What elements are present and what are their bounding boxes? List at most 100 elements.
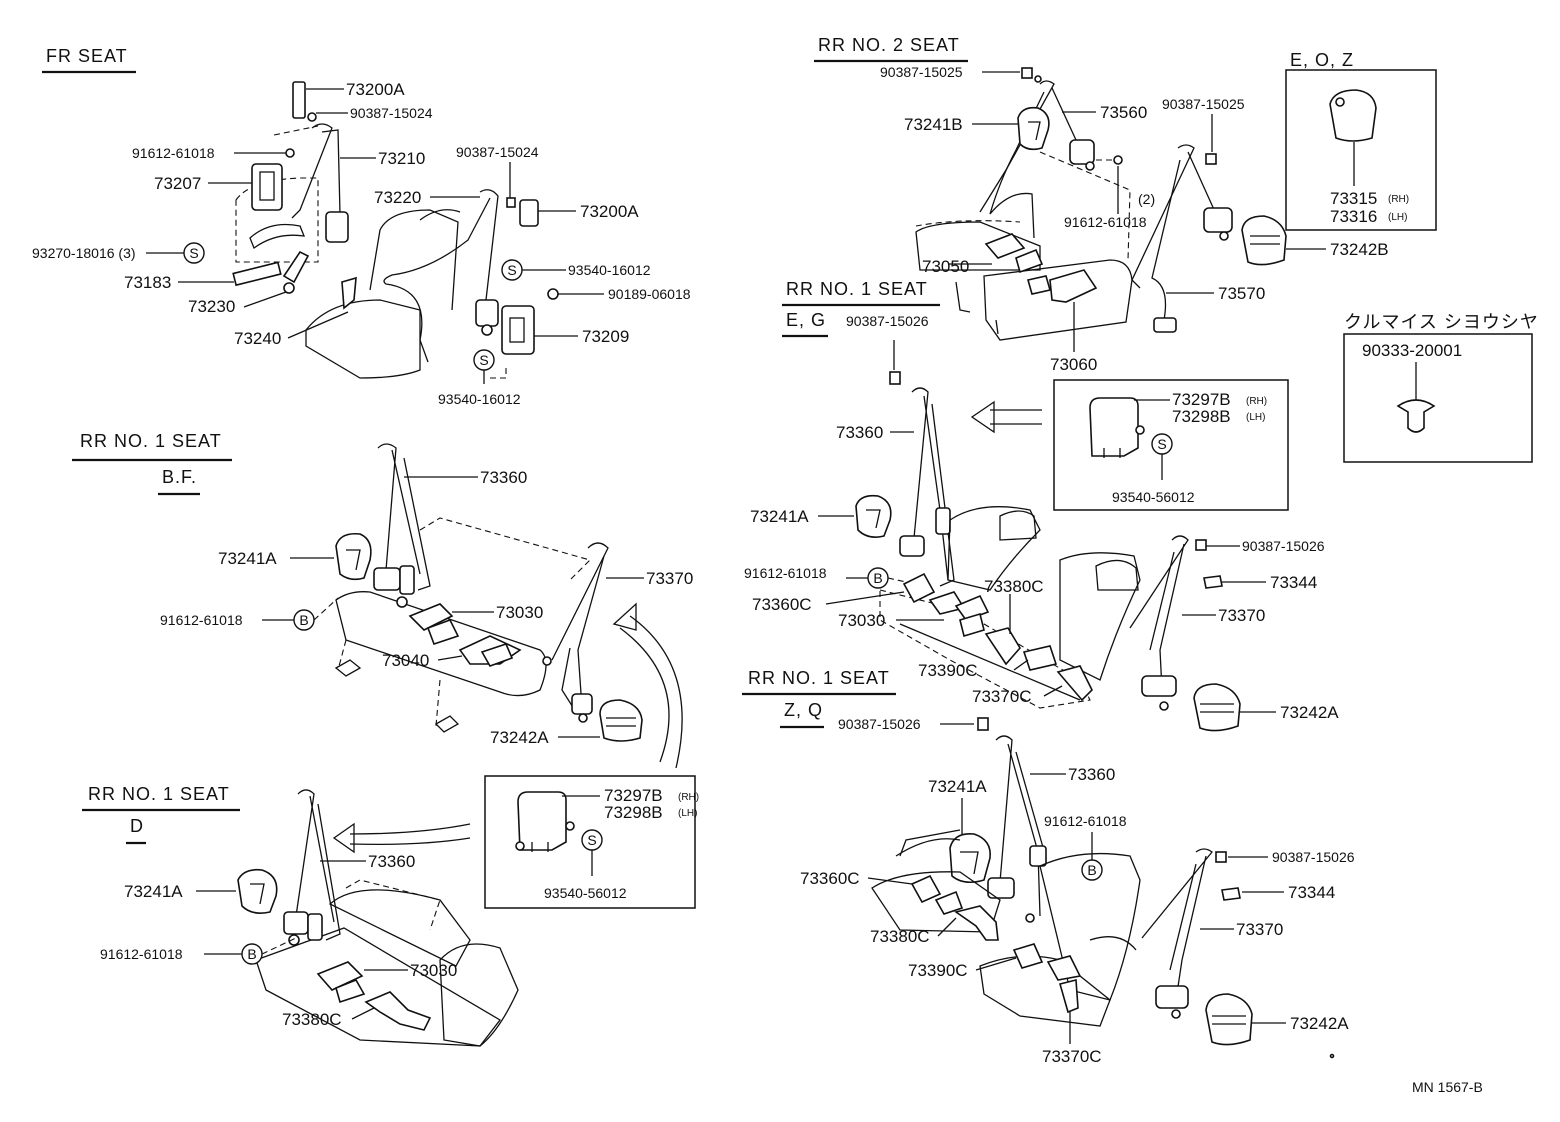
label-73315: 73315 <box>1330 189 1377 208</box>
label-73242a: 73242A <box>1280 703 1339 722</box>
label-93270-18016: 93270-18016 (3) <box>32 245 136 261</box>
label-73360: 73360 <box>836 423 883 442</box>
label-73200a: 73200A <box>346 80 405 99</box>
subtitle-zq: Z, Q <box>784 700 823 720</box>
label-73040: 73040 <box>382 651 429 670</box>
subtitle-eg: E, G <box>786 310 826 330</box>
title-katakana: クルマイス シヨウシヤ <box>1344 312 1539 332</box>
section-title-rr1-zq: RR NO. 1 SEAT Z, Q <box>742 668 896 729</box>
label-91612-61018: 91612-61018 <box>1044 813 1127 829</box>
label-73297b: 73297B <box>1172 390 1231 409</box>
section-title-fr-seat: FR SEAT <box>42 46 136 74</box>
label-73370c: 73370C <box>1042 1047 1102 1066</box>
label-93540-16012: 93540-16012 <box>568 262 651 278</box>
title-rr1-d: RR NO. 1 SEAT <box>88 784 230 804</box>
label-73360: 73360 <box>480 468 527 487</box>
label-73360: 73360 <box>1068 765 1115 784</box>
svg-text:S: S <box>507 262 516 278</box>
label-90387-15024: 90387-15024 <box>350 105 433 121</box>
box-katakana: クルマイス シヨウシヤ 90333-20001 <box>1343 312 1539 463</box>
fr-marker-s3: S <box>473 349 495 371</box>
zq-labels: 90387-15026 73360 73241A 91612-61018 733… <box>800 716 1355 1066</box>
label-90387-15025: 90387-15025 <box>880 64 963 80</box>
label-73380c: 73380C <box>282 1010 342 1029</box>
title-eoz: E, O, Z <box>1290 50 1354 70</box>
eg-marker-b: B <box>867 567 889 589</box>
label-73060: 73060 <box>1050 355 1097 374</box>
label-73390c: 73390C <box>908 961 968 980</box>
fr-marker-s2: S <box>501 259 523 281</box>
label-73316: 73316 <box>1330 207 1377 226</box>
section-title-rr1-eg: RR NO. 1 SEAT E, G <box>782 279 940 338</box>
eg-labels: 90387-15026 73360 73241A 91612-61018 733… <box>744 313 1339 722</box>
label-73030: 73030 <box>410 961 457 980</box>
svg-text:B: B <box>1087 862 1096 878</box>
label-73200a: 73200A <box>580 202 639 221</box>
label-90387-15024: 90387-15024 <box>456 144 539 160</box>
bf-marker-b: B <box>293 609 315 631</box>
label-73298b: 73298B <box>604 803 663 822</box>
label-90387-15026: 90387-15026 <box>846 313 929 329</box>
d-labels: 73360 73241A 91612-61018 73030 73380C <box>100 852 457 1029</box>
label-93540-56012: 93540-56012 <box>544 885 627 901</box>
diagram-reference-number: MN 1567-B <box>1412 1079 1483 1095</box>
title-fr-seat: FR SEAT <box>46 46 128 66</box>
label-73241a: 73241A <box>218 549 277 568</box>
svg-text:B: B <box>873 570 882 586</box>
label-73241b: 73241B <box>904 115 963 134</box>
label-73370c: 73370C <box>972 687 1032 706</box>
label-91612-61018: 91612-61018 <box>160 612 243 628</box>
label-91612-61018: 91612-61018 <box>132 145 215 161</box>
label-73570: 73570 <box>1218 284 1265 303</box>
fr-marker-s1: S <box>183 242 205 264</box>
svg-text:B: B <box>299 612 308 628</box>
label-73241a: 73241A <box>928 777 987 796</box>
label-91612-61018: 91612-61018 <box>1064 214 1147 230</box>
bf-labels: 73360 73241A 73370 91612-61018 73030 730… <box>160 468 693 747</box>
fr-seat-drawing <box>232 81 559 379</box>
label-90387-15026: 90387-15026 <box>1272 849 1355 865</box>
label-73030: 73030 <box>496 603 543 622</box>
label-90387-15026: 90387-15026 <box>1242 538 1325 554</box>
zq-seat-drawing <box>871 717 1335 1059</box>
label-qty-2: (2) <box>1138 191 1155 207</box>
label-73344: 73344 <box>1270 573 1317 592</box>
fr-seat-labels: 73200A 90387-15024 91612-61018 73210 732… <box>32 80 691 407</box>
section-title-rr1-bf: RR NO. 1 SEAT B.F. <box>72 431 232 496</box>
label-73380c: 73380C <box>870 927 930 946</box>
label-73050: 73050 <box>922 257 969 276</box>
label-73298b: 73298B <box>1172 407 1231 426</box>
label-rh: (RH) <box>1246 396 1267 407</box>
label-73210: 73210 <box>378 149 425 168</box>
label-90333-20001: 90333-20001 <box>1362 341 1462 360</box>
label-73242a: 73242A <box>1290 1014 1349 1033</box>
svg-text:S: S <box>189 245 198 261</box>
rr2-seat-drawing <box>915 67 1287 341</box>
label-90387-15025: 90387-15025 <box>1162 96 1245 112</box>
d-marker-b: B <box>241 943 263 965</box>
box-eoz: E, O, Z 73315 (RH) 73316 (LH) <box>1285 50 1437 231</box>
label-73390c: 73390C <box>918 661 978 680</box>
label-rh: (RH) <box>678 792 699 803</box>
label-73360c: 73360C <box>752 595 812 614</box>
label-73241a: 73241A <box>124 882 183 901</box>
title-rr1-eg: RR NO. 1 SEAT <box>786 279 928 299</box>
label-73207: 73207 <box>154 174 201 193</box>
svg-text:S: S <box>479 352 488 368</box>
title-rr1-zq: RR NO. 1 SEAT <box>748 668 890 688</box>
label-93540-56012: 93540-56012 <box>1112 489 1195 505</box>
label-73360: 73360 <box>368 852 415 871</box>
label-90387-15026: 90387-15026 <box>838 716 921 732</box>
label-lh: (LH) <box>678 808 697 819</box>
label-73370: 73370 <box>1236 920 1283 939</box>
label-73560: 73560 <box>1100 103 1147 122</box>
title-rr2-seat: RR NO. 2 SEAT <box>818 35 960 55</box>
label-73242a: 73242A <box>490 728 549 747</box>
label-90189-06018: 90189-06018 <box>608 286 691 302</box>
d-seat-drawing <box>237 789 519 1047</box>
label-lh: (LH) <box>1246 412 1265 423</box>
svg-text:S: S <box>587 832 596 848</box>
section-title-rr2: RR NO. 2 SEAT <box>814 35 968 63</box>
subtitle-d: D <box>130 816 144 836</box>
